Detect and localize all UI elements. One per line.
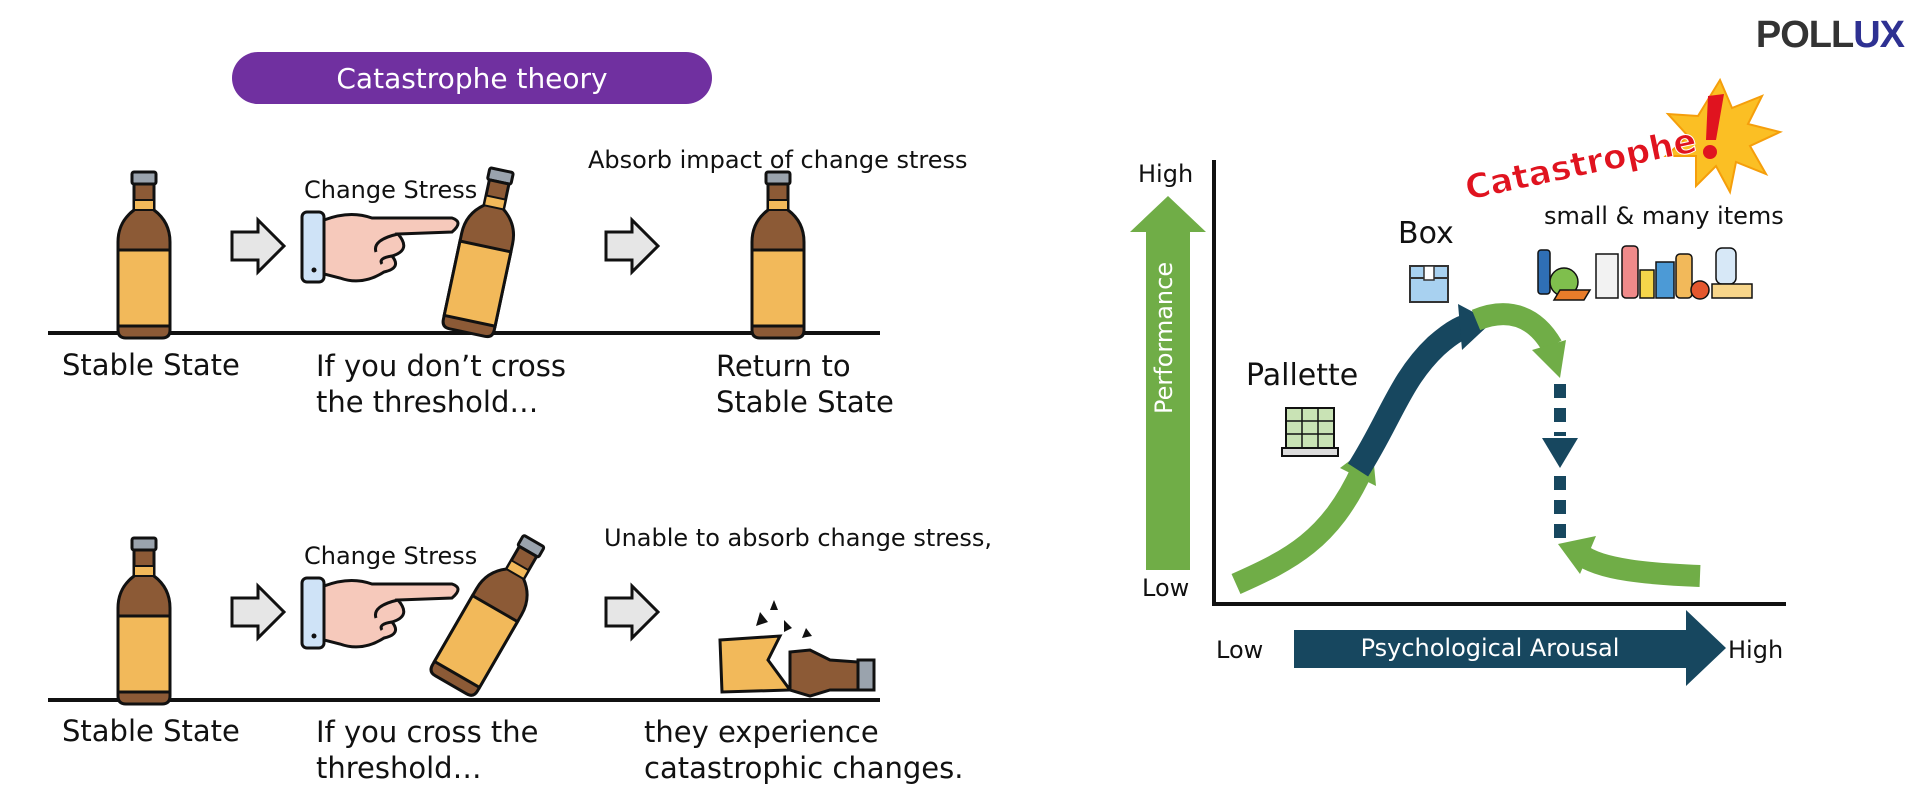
caption-right-2-line2: catastrophic changes. bbox=[644, 751, 964, 785]
x-axis-label: Psychological Arousal bbox=[1360, 634, 1620, 662]
drop-arrowhead bbox=[1542, 438, 1578, 468]
caption-right-2: they experience catastrophic changes. bbox=[644, 714, 963, 786]
caption-middle-2-line2: threshold… bbox=[316, 751, 482, 785]
curve-arrowhead-3 bbox=[1532, 340, 1566, 378]
absorb-label-2: Unable to absorb change stress, bbox=[604, 524, 992, 552]
caption-right-1: Return to Stable State bbox=[716, 348, 894, 420]
grocery-items-icon bbox=[1537, 245, 1753, 301]
pallette-label: Pallette bbox=[1246, 358, 1359, 393]
change-stress-label-2: Change Stress bbox=[304, 542, 478, 570]
y-high-label: High bbox=[1138, 160, 1194, 188]
catastrophe-label: Catastrophe bbox=[1462, 121, 1700, 209]
arousal-arrow bbox=[1294, 610, 1726, 686]
box-label: Box bbox=[1398, 216, 1454, 251]
y-axis-label: Performance bbox=[1150, 261, 1178, 414]
x-low-label: Low bbox=[1216, 636, 1264, 664]
bottle-return-1 bbox=[750, 170, 806, 340]
caption-middle-1-line1: If you don’t cross bbox=[316, 349, 567, 383]
bottle-stable-1 bbox=[116, 170, 172, 340]
title-pill: Catastrophe theory bbox=[232, 52, 712, 104]
x-high-label: High bbox=[1728, 636, 1784, 664]
y-low-label: Low bbox=[1142, 574, 1190, 602]
caption-middle-2-line1: If you cross the bbox=[316, 715, 539, 749]
change-stress-label-1: Change Stress bbox=[304, 176, 478, 204]
caption-right-1-line2: Stable State bbox=[716, 385, 894, 419]
pollux-logo: POLLUX bbox=[1755, 14, 1905, 57]
absorb-label-1: Absorb impact of change stress bbox=[588, 146, 968, 174]
curve-navy-rise bbox=[1347, 312, 1477, 477]
arrow-right-1b bbox=[604, 218, 660, 274]
arrow-right-1a bbox=[230, 218, 286, 274]
logo-part2: UX bbox=[1853, 14, 1905, 56]
arrow-right-2b bbox=[604, 584, 660, 640]
caption-right-2-line1: they experience bbox=[644, 715, 879, 749]
box-icon bbox=[1409, 265, 1449, 303]
title-text: Catastrophe theory bbox=[336, 61, 608, 95]
performance-arrow bbox=[1130, 196, 1206, 570]
curve-arrowhead-2 bbox=[1458, 304, 1492, 350]
bottle-stable-2 bbox=[116, 536, 172, 706]
curve-green-return bbox=[1573, 544, 1701, 587]
curve-green-rise bbox=[1231, 465, 1373, 595]
logo-part1: POLL bbox=[1755, 14, 1854, 56]
caption-right-1-line1: Return to bbox=[716, 349, 851, 383]
explosion-icon bbox=[1663, 77, 1783, 195]
pointing-hand-2 bbox=[300, 576, 460, 650]
catastrophe-graph bbox=[1130, 77, 1786, 686]
arrow-right-2a bbox=[230, 584, 286, 640]
caption-middle-2: If you cross the threshold… bbox=[316, 714, 538, 786]
caption-middle-1: If you don’t cross the threshold… bbox=[316, 348, 566, 420]
curve-arrowhead-4 bbox=[1558, 536, 1596, 574]
caption-middle-1-line2: the threshold… bbox=[316, 385, 539, 419]
pallette-icon bbox=[1281, 407, 1339, 457]
pointing-hand-1 bbox=[300, 210, 460, 284]
caption-stable-1: Stable State bbox=[62, 348, 240, 382]
items-label: small & many items bbox=[1544, 202, 1784, 230]
caption-stable-2: Stable State bbox=[62, 714, 240, 748]
curve-green-top bbox=[1471, 303, 1562, 352]
broken-bottle-icon bbox=[718, 600, 876, 698]
